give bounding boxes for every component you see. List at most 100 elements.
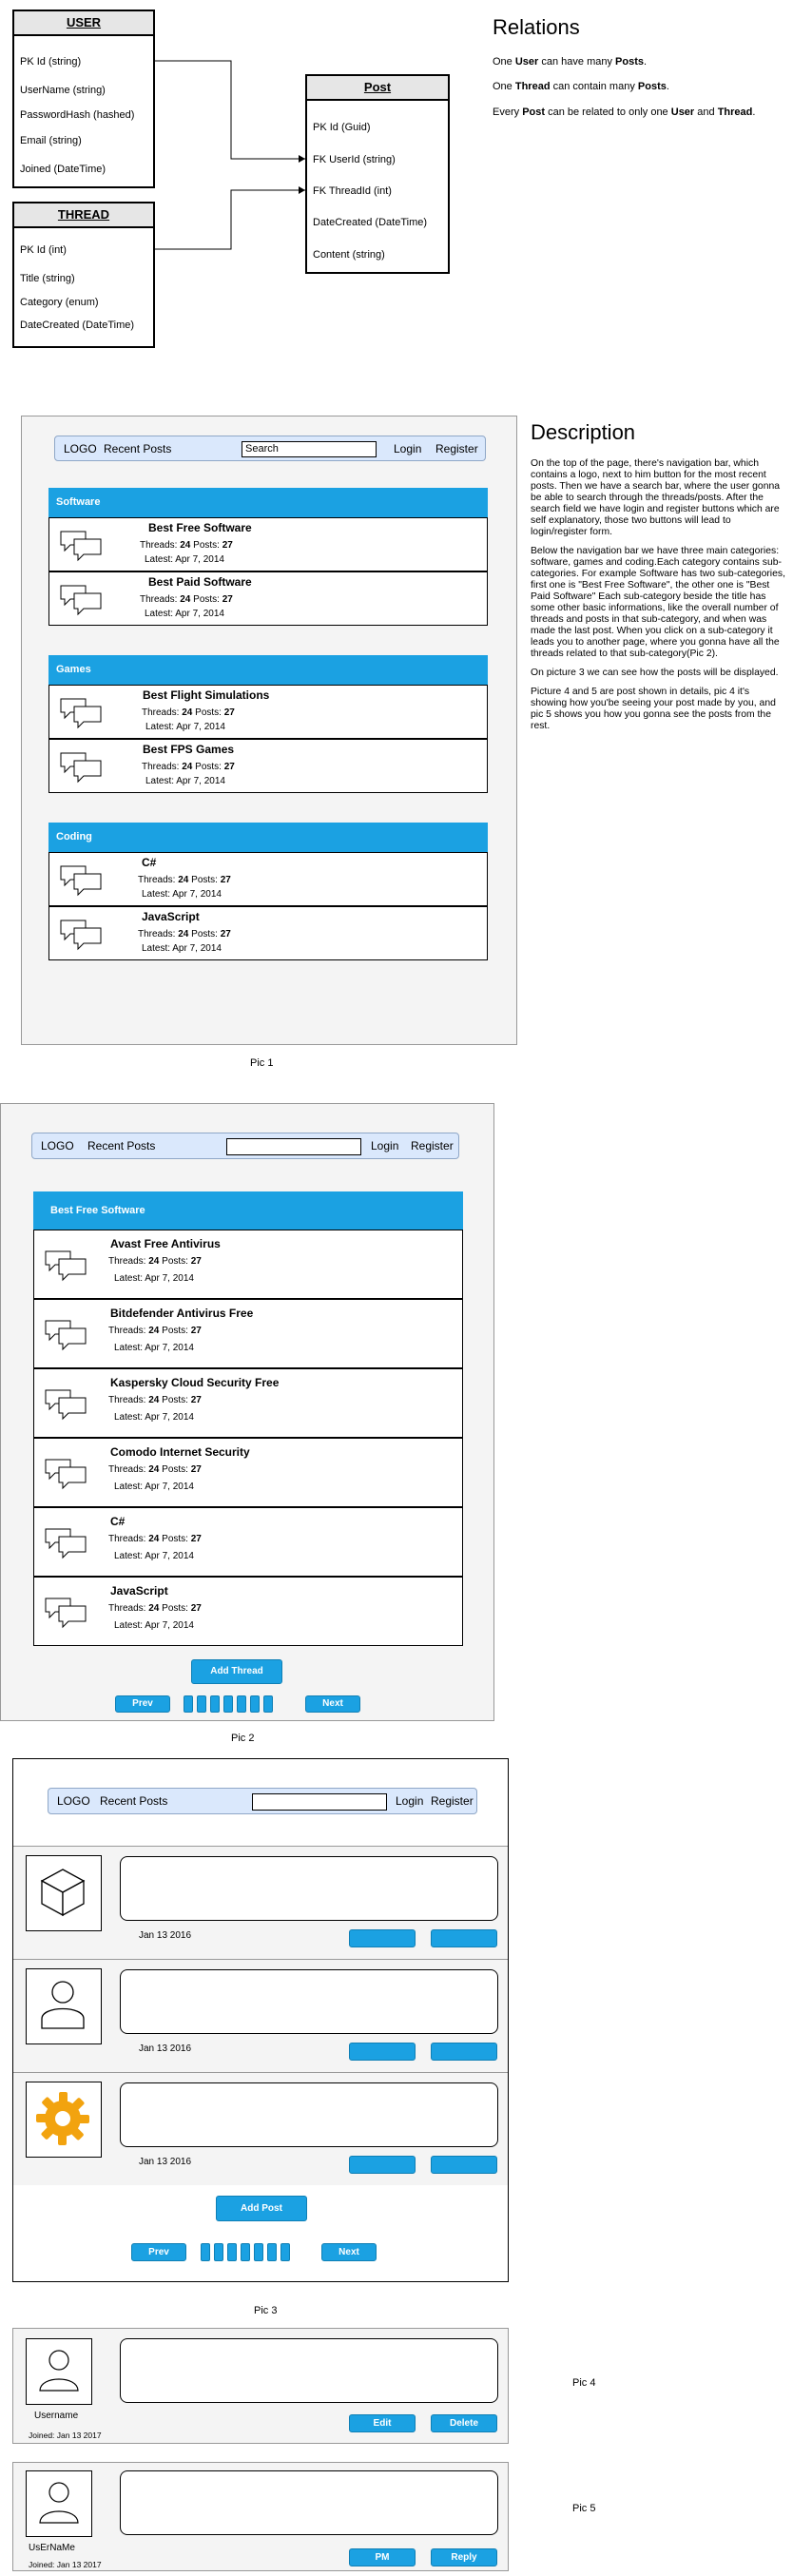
post-action-button[interactable]: [349, 2043, 416, 2061]
page-number-button[interactable]: [210, 1695, 220, 1713]
username[interactable]: UsErNaMe: [29, 2543, 75, 2553]
subcategory-title[interactable]: Avast Free Antivirus: [110, 1237, 221, 1250]
add-thread-button[interactable]: Add Thread: [191, 1659, 282, 1684]
username[interactable]: Username: [34, 2411, 79, 2421]
page-number-button[interactable]: [227, 2243, 237, 2261]
post-action-button[interactable]: [431, 2156, 497, 2174]
gear-icon: [36, 2092, 89, 2145]
prev-button[interactable]: Prev: [115, 1695, 170, 1713]
page-number-button[interactable]: [250, 1695, 260, 1713]
user-entity: USER PK Id (string) UserName (string) Pa…: [12, 10, 155, 188]
post-field: Content (string): [313, 249, 385, 261]
login-link[interactable]: Login: [371, 1139, 399, 1152]
edit-button[interactable]: Edit: [349, 2414, 416, 2432]
page-number-button[interactable]: [241, 2243, 250, 2261]
page-number-button[interactable]: [280, 2243, 290, 2261]
subcategory-title[interactable]: Comodo Internet Security: [110, 1445, 250, 1459]
post-field: PK Id (Guid): [313, 122, 371, 133]
search-input[interactable]: [226, 1138, 361, 1155]
pm-button[interactable]: PM: [349, 2548, 416, 2566]
category-header[interactable]: Software: [48, 488, 488, 517]
recent-posts-link[interactable]: Recent Posts: [104, 442, 172, 455]
subcategory-title[interactable]: JavaScript: [110, 1584, 168, 1598]
pic5-caption: Pic 5: [572, 2503, 596, 2514]
user-field: Email (string): [20, 135, 82, 146]
subcategory-title[interactable]: Best Flight Simulations: [143, 688, 270, 702]
post-content: [120, 2338, 498, 2403]
next-button[interactable]: Next: [305, 1695, 360, 1713]
search-input[interactable]: Search: [242, 441, 377, 457]
page-number-button[interactable]: [267, 2243, 277, 2261]
next-button[interactable]: Next: [321, 2243, 377, 2261]
category-header[interactable]: Games: [48, 655, 488, 685]
page-number-button[interactable]: [197, 1695, 206, 1713]
avatar: [26, 1968, 102, 2044]
pic1-panel: LOGO Recent Posts Search Login Register …: [21, 416, 517, 1045]
post-action-button[interactable]: [349, 2156, 416, 2174]
thread-post-counts: Threads: 24 Posts: 27: [138, 929, 231, 939]
subcategory-title[interactable]: Best Free Software: [148, 521, 252, 534]
relation-line: Every Post can be related to only one Us…: [493, 107, 756, 118]
thread-post-counts: Threads: 24 Posts: 27: [108, 1534, 202, 1544]
page-number-button[interactable]: [254, 2243, 263, 2261]
reply-button[interactable]: Reply: [431, 2548, 497, 2566]
post-action-button[interactable]: [349, 1929, 416, 1947]
joined-date: Joined: Jan 13 2017: [29, 2431, 102, 2440]
page-number-button[interactable]: [201, 2243, 210, 2261]
post-field: FK ThreadId (int): [313, 185, 392, 197]
page-number-button[interactable]: [237, 1695, 246, 1713]
subcategory-title[interactable]: Best FPS Games: [143, 743, 235, 756]
subcategory-header: Best Free Software: [33, 1191, 463, 1230]
register-link[interactable]: Register: [431, 1794, 474, 1808]
category-header[interactable]: Coding: [48, 823, 488, 852]
prev-button[interactable]: Prev: [131, 2243, 186, 2261]
description-title: Description: [531, 420, 636, 444]
subcategory-title[interactable]: C#: [110, 1515, 126, 1528]
page-number-button[interactable]: [214, 2243, 223, 2261]
subcategory-title[interactable]: Bitdefender Antivirus Free: [110, 1307, 254, 1320]
subcategory-title[interactable]: Best Paid Software: [148, 575, 252, 589]
pic1-caption: Pic 1: [250, 1057, 274, 1069]
register-link[interactable]: Register: [411, 1139, 454, 1152]
page-number-button[interactable]: [223, 1695, 233, 1713]
chat-bubbles-icon: [60, 865, 102, 897]
relation-line: One Thread can contain many Posts.: [493, 81, 669, 92]
logo[interactable]: LOGO: [64, 442, 97, 455]
logo[interactable]: LOGO: [57, 1794, 90, 1808]
page-number-button[interactable]: [184, 1695, 193, 1713]
add-post-button[interactable]: Add Post: [216, 2196, 307, 2221]
post-action-button[interactable]: [431, 2043, 497, 2061]
register-link[interactable]: Register: [435, 442, 478, 455]
delete-button[interactable]: Delete: [431, 2414, 497, 2432]
thread-entity-title: THREAD: [14, 203, 153, 228]
avatar: [26, 2082, 102, 2158]
search-input[interactable]: [252, 1793, 387, 1811]
description-paragraph: Picture 4 and 5 are post shown in detail…: [531, 687, 776, 731]
recent-posts-link[interactable]: Recent Posts: [87, 1139, 156, 1152]
logo[interactable]: LOGO: [41, 1139, 74, 1152]
subcategory-title[interactable]: JavaScript: [142, 910, 200, 923]
login-link[interactable]: Login: [394, 442, 422, 455]
subcategory-title[interactable]: C#: [142, 856, 157, 869]
navbar: LOGO Recent Posts Login Register: [31, 1133, 459, 1159]
post-date: Jan 13 2016: [139, 2157, 192, 2167]
recent-posts-link[interactable]: Recent Posts: [100, 1794, 168, 1808]
page-number-button[interactable]: [263, 1695, 273, 1713]
subcategory-title[interactable]: Kaspersky Cloud Security Free: [110, 1376, 280, 1389]
post-action-button[interactable]: [431, 1929, 497, 1947]
login-link[interactable]: Login: [396, 1794, 424, 1808]
post-row: Jan 13 2016: [13, 1959, 508, 2072]
thread-post-counts: Threads: 24 Posts: 27: [140, 540, 233, 551]
